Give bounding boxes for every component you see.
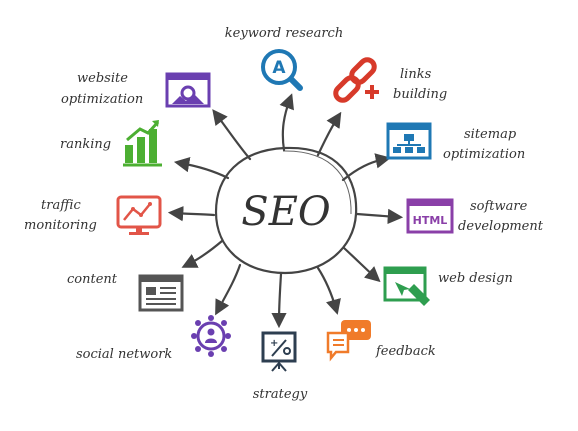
html-badge-label: HTML — [413, 214, 448, 227]
website-settings-icon — [165, 72, 211, 108]
arrow-software-development — [355, 208, 404, 225]
arrow-links-building — [316, 111, 342, 157]
arrow-social-network — [215, 263, 242, 316]
arrow-strategy — [271, 272, 287, 329]
arrows — [167, 93, 404, 329]
arrow-keyword-research — [279, 93, 294, 152]
social-network-icon — [191, 315, 231, 357]
center-hub: SEO — [214, 146, 358, 275]
arrow-web-design — [342, 246, 381, 283]
label-software-development: development — [458, 219, 544, 234]
arrow-feedback — [316, 266, 341, 315]
svg-text:+: + — [270, 338, 278, 349]
label-website-optimization: optimization — [61, 92, 143, 107]
center-label: SEO — [241, 189, 330, 235]
arrow-website-optimization — [212, 109, 252, 161]
arrow-ranking — [173, 157, 230, 180]
label-traffic: traffic — [41, 198, 82, 213]
label-content: content — [67, 272, 118, 287]
svg-text:A: A — [272, 58, 286, 78]
magnifier-a-icon: A — [261, 49, 303, 91]
label-social-network: social network — [76, 347, 172, 362]
monitor-graph-icon — [116, 195, 162, 235]
arrow-traffic-monitoring — [167, 205, 216, 222]
broken-link-icon — [333, 57, 379, 103]
label-ranking: ranking — [60, 137, 111, 152]
label-sitemap-optimization: optimization — [443, 147, 525, 162]
sitemap-icon — [386, 122, 432, 160]
arrow-content — [181, 239, 224, 268]
label-traffic-monitoring: monitoring — [24, 218, 97, 233]
content-window-icon — [138, 274, 184, 312]
html-window-icon: HTML — [406, 198, 454, 234]
web-design-icon — [383, 266, 430, 306]
label-strategy: strategy — [253, 387, 308, 402]
strategy-board-icon: + — [261, 331, 297, 372]
label-sitemap: sitemap — [464, 127, 517, 142]
arrow-sitemap-optimization — [341, 153, 392, 182]
feedback-bubbles-icon — [326, 320, 371, 362]
bar-chart-icon — [123, 120, 162, 167]
label-building: building — [393, 87, 447, 102]
label-links: links — [400, 67, 432, 82]
label-web-design: web design — [438, 271, 513, 286]
label-website: website — [77, 71, 128, 86]
label-keyword-research: keyword research — [225, 26, 343, 41]
label-software: software — [470, 199, 528, 214]
label-feedback: feedback — [375, 344, 436, 359]
